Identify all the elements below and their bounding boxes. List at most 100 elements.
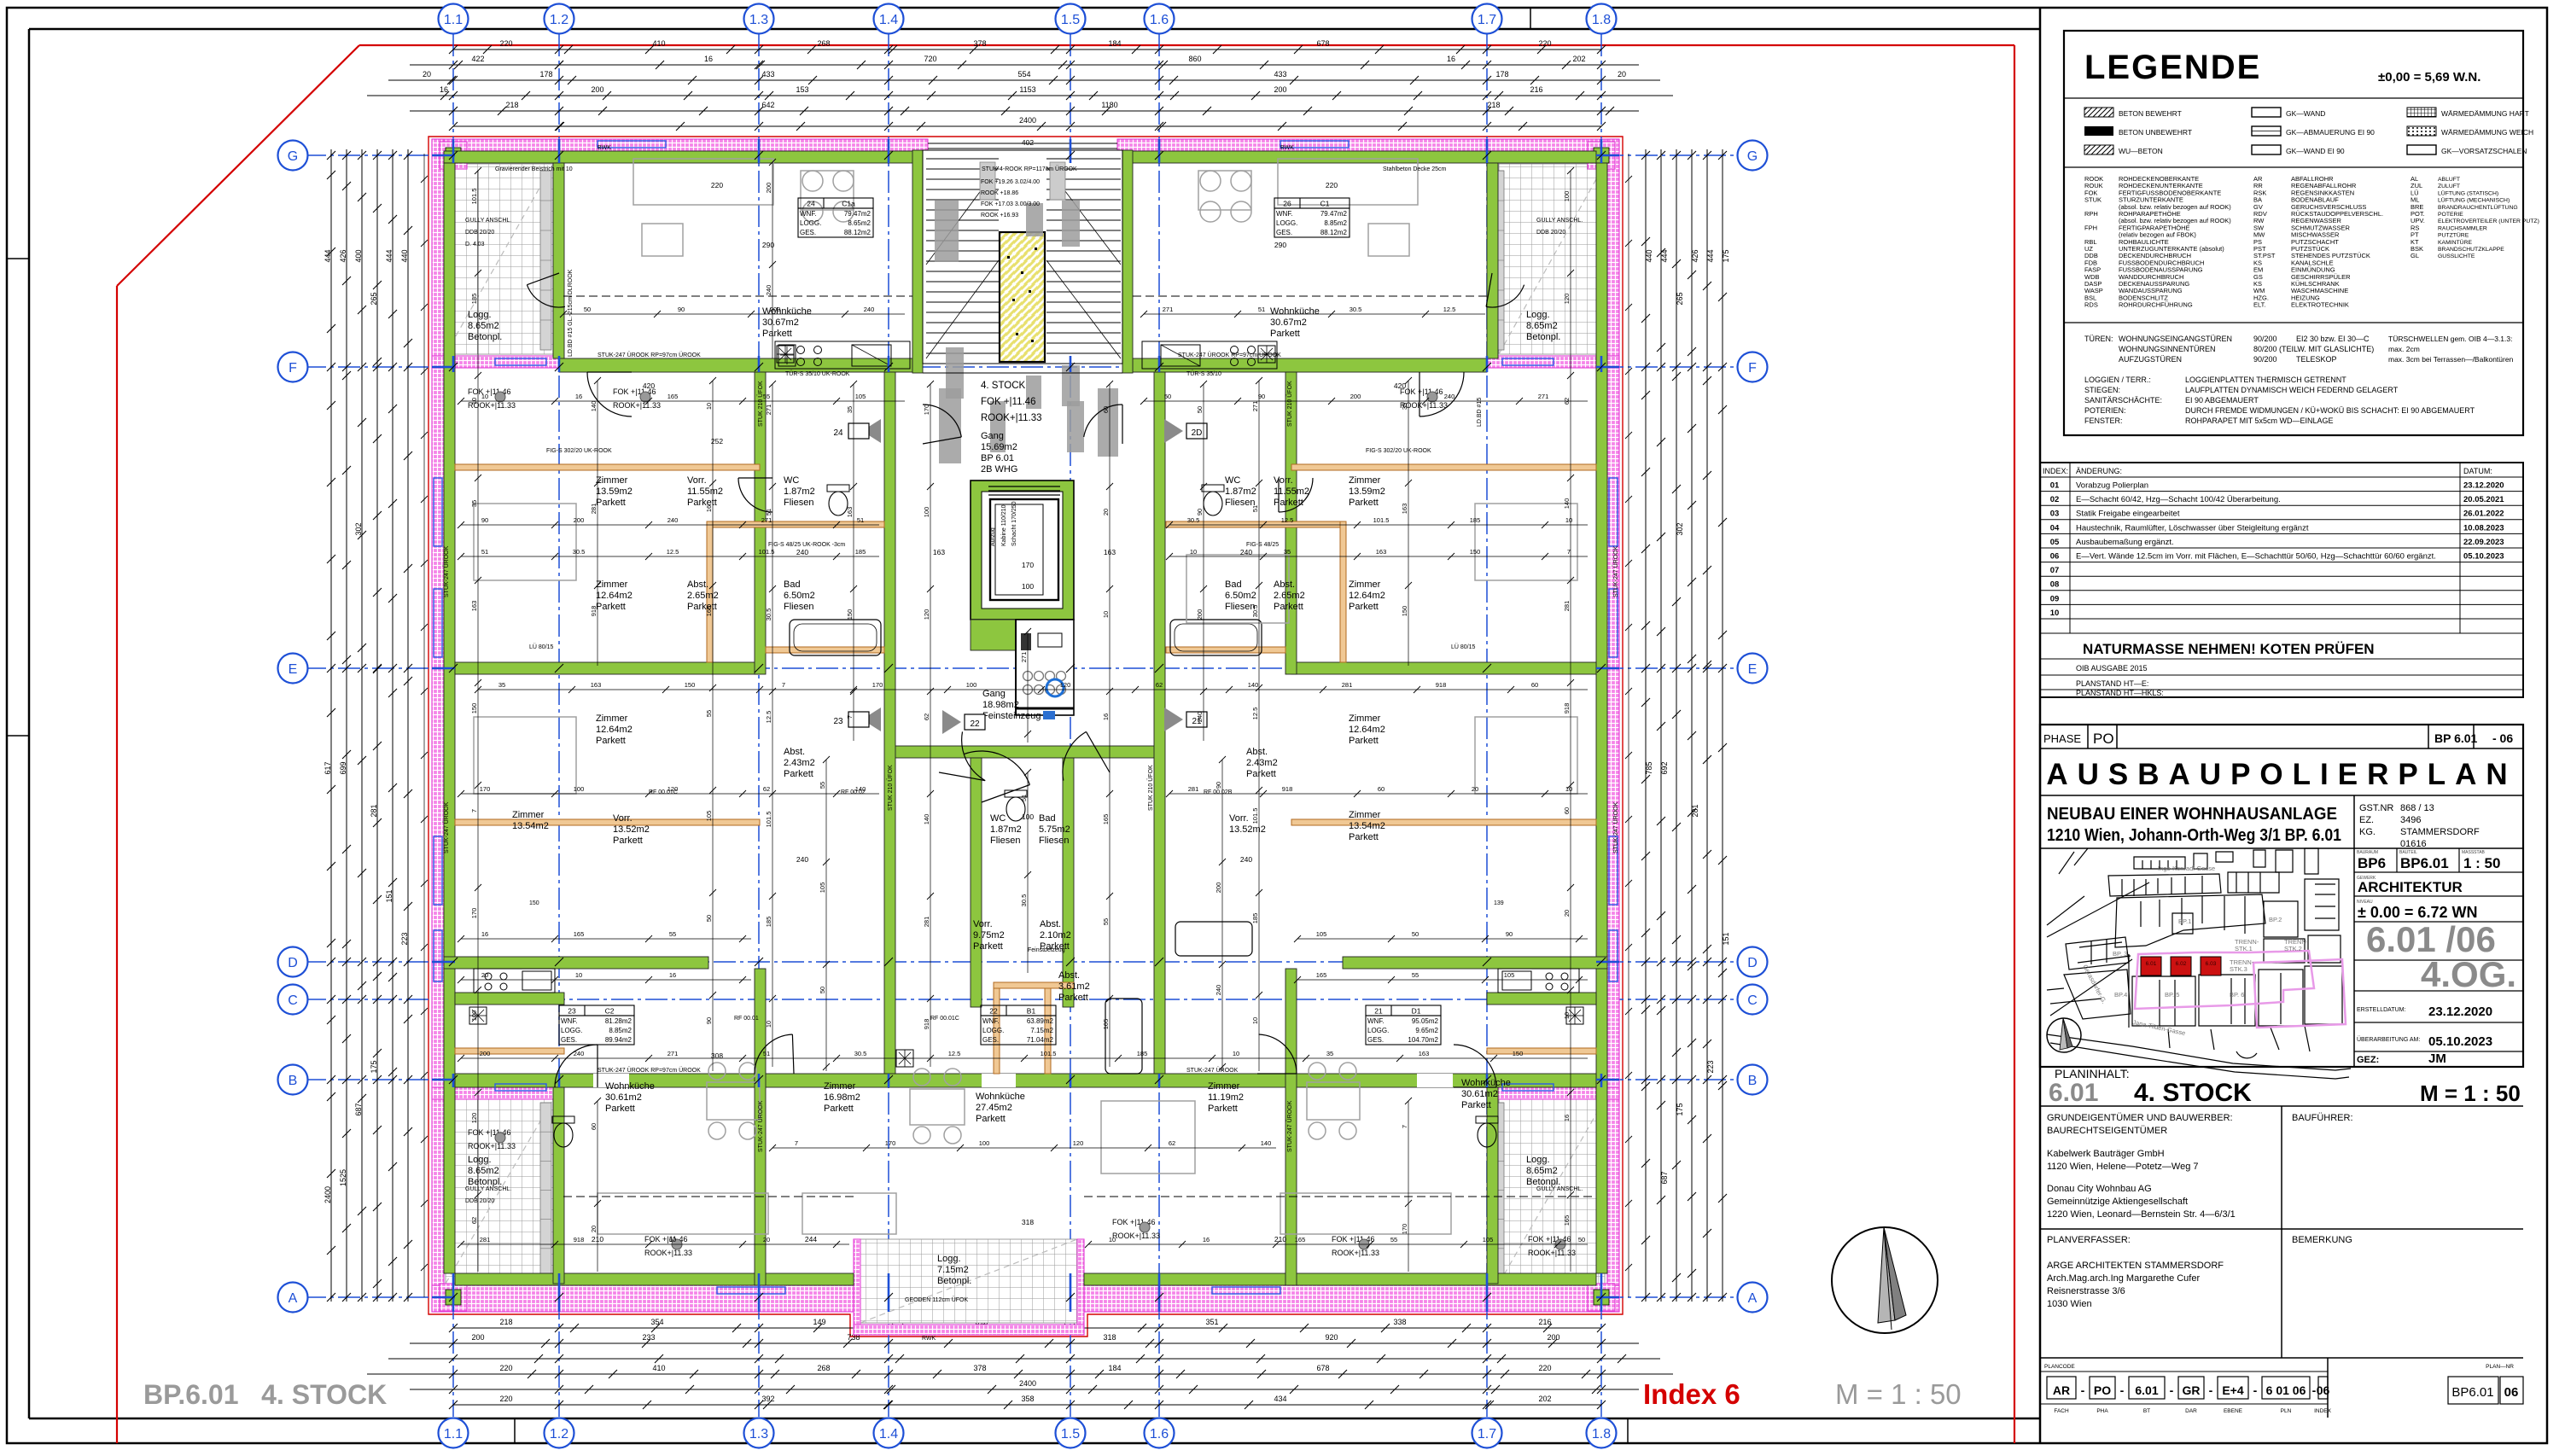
svg-text:PLANSTAND HT—HKLS:: PLANSTAND HT—HKLS: — [2076, 689, 2164, 697]
svg-text:STUK 210 ÜFOK: STUK 210 ÜFOK — [1286, 381, 1293, 427]
svg-text:ROHPARAPETHÖHE: ROHPARAPETHÖHE — [2119, 210, 2181, 218]
svg-text:ROOK+|11.33: ROOK+|11.33 — [644, 1249, 692, 1257]
svg-text:Zimmer: Zimmer — [596, 475, 628, 486]
svg-text:PS: PS — [2253, 238, 2262, 246]
svg-text:TÜRSCHWELLEN gem. OIB 4—3.1.3:: TÜRSCHWELLEN gem. OIB 4—3.1.3: — [2388, 335, 2513, 343]
svg-text:163: 163 — [1376, 548, 1387, 556]
svg-text:Zimmer: Zimmer — [1349, 810, 1381, 820]
svg-text:95.05m2: 95.05m2 — [1412, 1017, 1439, 1025]
svg-text:(absol. bzw. relativ bezogen a: (absol. bzw. relativ bezogen auf ROOK) — [2119, 203, 2231, 211]
svg-text:PLANINHALT:: PLANINHALT: — [2055, 1067, 2130, 1080]
svg-text:240: 240 — [667, 516, 679, 524]
svg-text:240: 240 — [1240, 855, 1252, 864]
svg-text:Parkett: Parkett — [1349, 498, 1379, 508]
svg-text:165: 165 — [705, 606, 713, 617]
svg-text:Gravierender Beistrich mit 10: Gravierender Beistrich mit 10 — [495, 166, 573, 172]
svg-text:RÜCKSTAUDOPPELVERSCHL.: RÜCKSTAUDOPPELVERSCHL. — [2291, 210, 2383, 218]
svg-text:51: 51 — [857, 516, 864, 524]
svg-text:918: 918 — [1436, 681, 1447, 689]
svg-text:FOK +|11.46: FOK +|11.46 — [1528, 1235, 1571, 1243]
svg-text:PST: PST — [2253, 245, 2266, 253]
svg-text:16: 16 — [1447, 55, 1455, 63]
svg-text:Zimmer: Zimmer — [824, 1081, 856, 1092]
svg-text:140: 140 — [855, 785, 866, 793]
svg-text:STUK-247 ÜROOK: STUK-247 ÜROOK — [443, 545, 450, 597]
svg-text:223: 223 — [400, 932, 409, 945]
svg-text:1220 Wien, Leonard—Bernstein: 1220 Wien, Leonard—Bernstein Str. 4—6/3/… — [2047, 1209, 2236, 1220]
svg-text:1.4: 1.4 — [879, 1427, 898, 1441]
svg-text:200: 200 — [770, 306, 781, 313]
svg-text:B: B — [1748, 1074, 1758, 1088]
svg-text:265: 265 — [370, 292, 378, 305]
svg-text:240: 240 — [1196, 712, 1204, 723]
svg-text:165: 165 — [574, 930, 585, 938]
svg-text:220: 220 — [1538, 1364, 1551, 1372]
svg-text:Donau City Wohnbau AG: Donau City Wohnbau AG — [2047, 1184, 2152, 1194]
svg-text:400: 400 — [354, 249, 363, 262]
svg-text:EM: EM — [2253, 266, 2263, 274]
svg-text:170: 170 — [470, 908, 478, 919]
svg-text:PLAN—NR: PLAN—NR — [2486, 1364, 2514, 1370]
svg-text:8.65m2: 8.65m2 — [1526, 321, 1558, 331]
svg-text:81.28m2: 81.28m2 — [605, 1017, 633, 1025]
svg-text:15.69m2: 15.69m2 — [981, 442, 1017, 452]
svg-text:GRUNDEIGENTÜMER UND BAUWERBE: GRUNDEIGENTÜMER UND BAUWERBER: — [2047, 1113, 2233, 1123]
svg-text:LD.BD #15 GL.-215cm DLROOK: LD.BD #15 GL.-215cm DLROOK — [568, 269, 574, 357]
svg-text:BP6.01: BP6.01 — [2451, 1385, 2493, 1400]
svg-text:06: 06 — [2317, 1383, 2330, 1397]
svg-text:TÜR-S 35/10 UK-ROOK: TÜR-S 35/10 UK-ROOK — [785, 370, 850, 377]
svg-text:GK—ABMAUERUNG EI 90: GK—ABMAUERUNG EI 90 — [2286, 128, 2375, 137]
svg-text:90: 90 — [705, 1017, 713, 1024]
svg-text:LOGGIENPLATTEN THERMISCH GETRE: LOGGIENPLATTEN THERMISCH GETRENNT — [2185, 376, 2346, 384]
svg-text:62: 62 — [1169, 1139, 1175, 1147]
svg-text:ML: ML — [2411, 196, 2419, 204]
svg-text:918: 918 — [590, 606, 598, 617]
svg-text:C1a: C1a — [842, 200, 855, 208]
svg-text:12.5: 12.5 — [948, 1050, 961, 1057]
svg-text:01616: 01616 — [2400, 839, 2427, 849]
svg-text:12.64m2: 12.64m2 — [1349, 591, 1385, 601]
svg-text:LEGENDE: LEGENDE — [2084, 49, 2261, 86]
svg-text:Fliesen: Fliesen — [784, 498, 813, 508]
svg-text:281: 281 — [1342, 681, 1353, 689]
svg-text:7.15m2: 7.15m2 — [937, 1265, 969, 1275]
svg-text:79.47m2: 79.47m2 — [844, 210, 872, 218]
svg-text:DECKENDURCHBRUCH: DECKENDURCHBRUCH — [2119, 252, 2191, 259]
svg-text:252: 252 — [711, 437, 723, 446]
svg-text:Abst.: Abst. — [1246, 747, 1268, 757]
svg-text:RBL: RBL — [2084, 238, 2097, 246]
svg-text:23: 23 — [568, 1007, 576, 1016]
svg-text:30.5: 30.5 — [854, 1050, 867, 1057]
svg-text:M = 1 : 50: M = 1 : 50 — [2420, 1080, 2521, 1106]
svg-text:Logg.: Logg. — [1526, 310, 1550, 320]
svg-text:101.5: 101.5 — [1373, 516, 1390, 524]
svg-text:STUK-247 ÜROOK: STUK-247 ÜROOK — [1286, 1100, 1293, 1152]
svg-text:FUSSBODENDURCHBRUCH: FUSSBODENDURCHBRUCH — [2119, 259, 2204, 266]
svg-text:03: 03 — [2050, 510, 2060, 519]
svg-text:WC: WC — [1225, 475, 1240, 486]
svg-text:22: 22 — [970, 719, 980, 729]
svg-text:WNF.: WNF. — [1276, 210, 1293, 218]
svg-text:444: 444 — [324, 249, 332, 262]
svg-text:185: 185 — [855, 548, 866, 556]
svg-text:RAUCHSAMMLER: RAUCHSAMMLER — [2438, 225, 2487, 231]
svg-text:(relativ bezogen auf FBOK): (relativ bezogen auf FBOK) — [2119, 231, 2196, 239]
svg-text:TRENN-: TRENN- — [2284, 938, 2309, 946]
svg-text:Abst.: Abst. — [1058, 970, 1080, 981]
svg-text:20: 20 — [481, 971, 488, 979]
svg-text:26.01.2022: 26.01.2022 — [2463, 510, 2504, 519]
svg-text:-: - — [2170, 1383, 2174, 1397]
svg-text:TÜREN:: TÜREN: — [2084, 335, 2113, 343]
svg-text:140: 140 — [1563, 498, 1571, 510]
svg-text:918: 918 — [1563, 703, 1571, 714]
svg-text:MASSSTAB: MASSSTAB — [2462, 850, 2486, 855]
svg-text:Vorr.: Vorr. — [613, 813, 633, 824]
svg-text:71.04m2: 71.04m2 — [1027, 1036, 1054, 1044]
svg-text:165: 165 — [1295, 1236, 1306, 1243]
svg-text:Parkett: Parkett — [784, 769, 813, 779]
svg-text:GEODEN 112cm ÜFOK: GEODEN 112cm ÜFOK — [905, 1296, 968, 1303]
svg-text:BEMERKUNG: BEMERKUNG — [2292, 1235, 2352, 1245]
svg-text:STK.2: STK.2 — [2284, 945, 2302, 952]
svg-text:EBENE: EBENE — [2224, 1408, 2243, 1414]
svg-text:23.12.2020: 23.12.2020 — [2428, 1005, 2492, 1019]
